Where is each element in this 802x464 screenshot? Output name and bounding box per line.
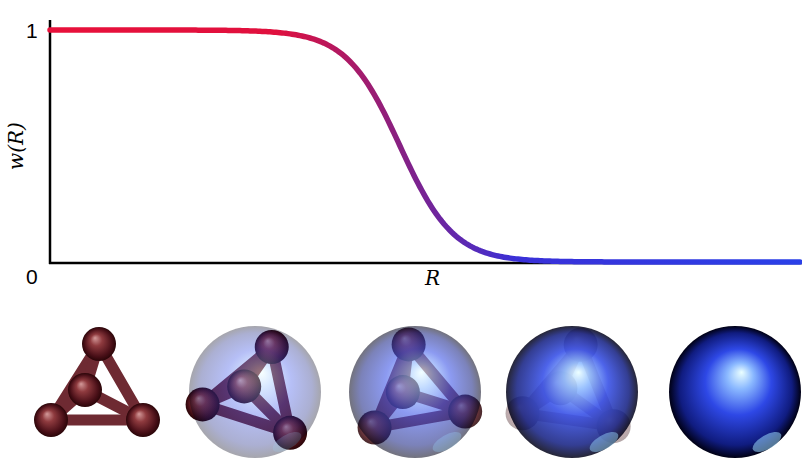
atom-ball: [34, 403, 68, 437]
axis-title: w(R): [6, 122, 26, 170]
weight-curve: [50, 30, 800, 262]
tick-label: 0: [26, 266, 38, 287]
shape-illustration: [506, 326, 638, 458]
shape-illustration: [186, 326, 321, 458]
atom-ball: [82, 327, 116, 361]
axis-title: R: [425, 268, 440, 288]
shape-illustration: [34, 327, 160, 437]
sphere-highlight: [587, 428, 622, 456]
tick-label: 1: [26, 20, 38, 41]
sphere: [349, 326, 481, 458]
shape-illustration: [669, 326, 801, 458]
atom-ball: [68, 373, 102, 407]
y-axis: [49, 20, 52, 264]
sphere: [669, 326, 801, 458]
tetrahedron: [34, 327, 160, 437]
sphere-highlight: [270, 428, 305, 456]
sphere-highlight: [750, 428, 785, 456]
sphere-highlight: [430, 428, 465, 456]
shape-illustration: [349, 326, 482, 458]
sphere: [506, 326, 638, 458]
atom-ball: [126, 403, 160, 437]
sphere: [189, 326, 321, 458]
